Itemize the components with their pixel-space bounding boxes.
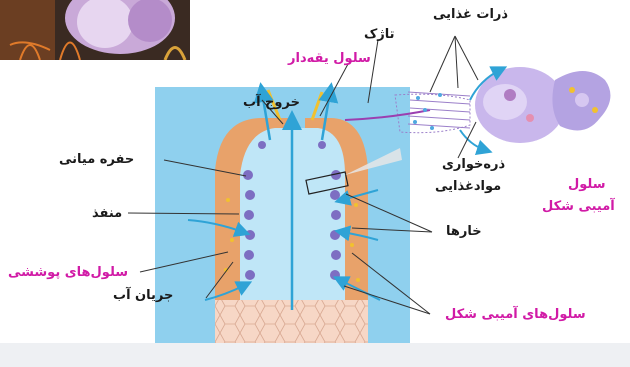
label-food-uptake-1: ذره‌خواری (442, 158, 505, 171)
label-covering-cells: سلول‌های پوششی (8, 266, 128, 279)
label-flagellum: تاژک (364, 28, 395, 41)
label-food-particles: ذرات غذایی (433, 8, 508, 21)
label-water-flow: جریان آب (113, 289, 173, 302)
label-amoeboid-cell-1: سلول (568, 178, 606, 191)
label-central-cavity: حفره میانی (59, 153, 134, 166)
bottom-bar (0, 343, 630, 367)
label-amoebocytes: سلول‌های آمیبی شکل (445, 308, 586, 321)
label-spicules: خارها (446, 225, 482, 238)
label-amoeboid-cell-2: آمیبی شکل (542, 200, 615, 213)
label-collar-cell: سلول یقه‌دار (288, 52, 371, 65)
label-pore: منفذ (92, 207, 122, 220)
label-food-uptake-2: موادغذایی (435, 180, 501, 193)
label-water-outlet: خروج آب (243, 96, 300, 109)
